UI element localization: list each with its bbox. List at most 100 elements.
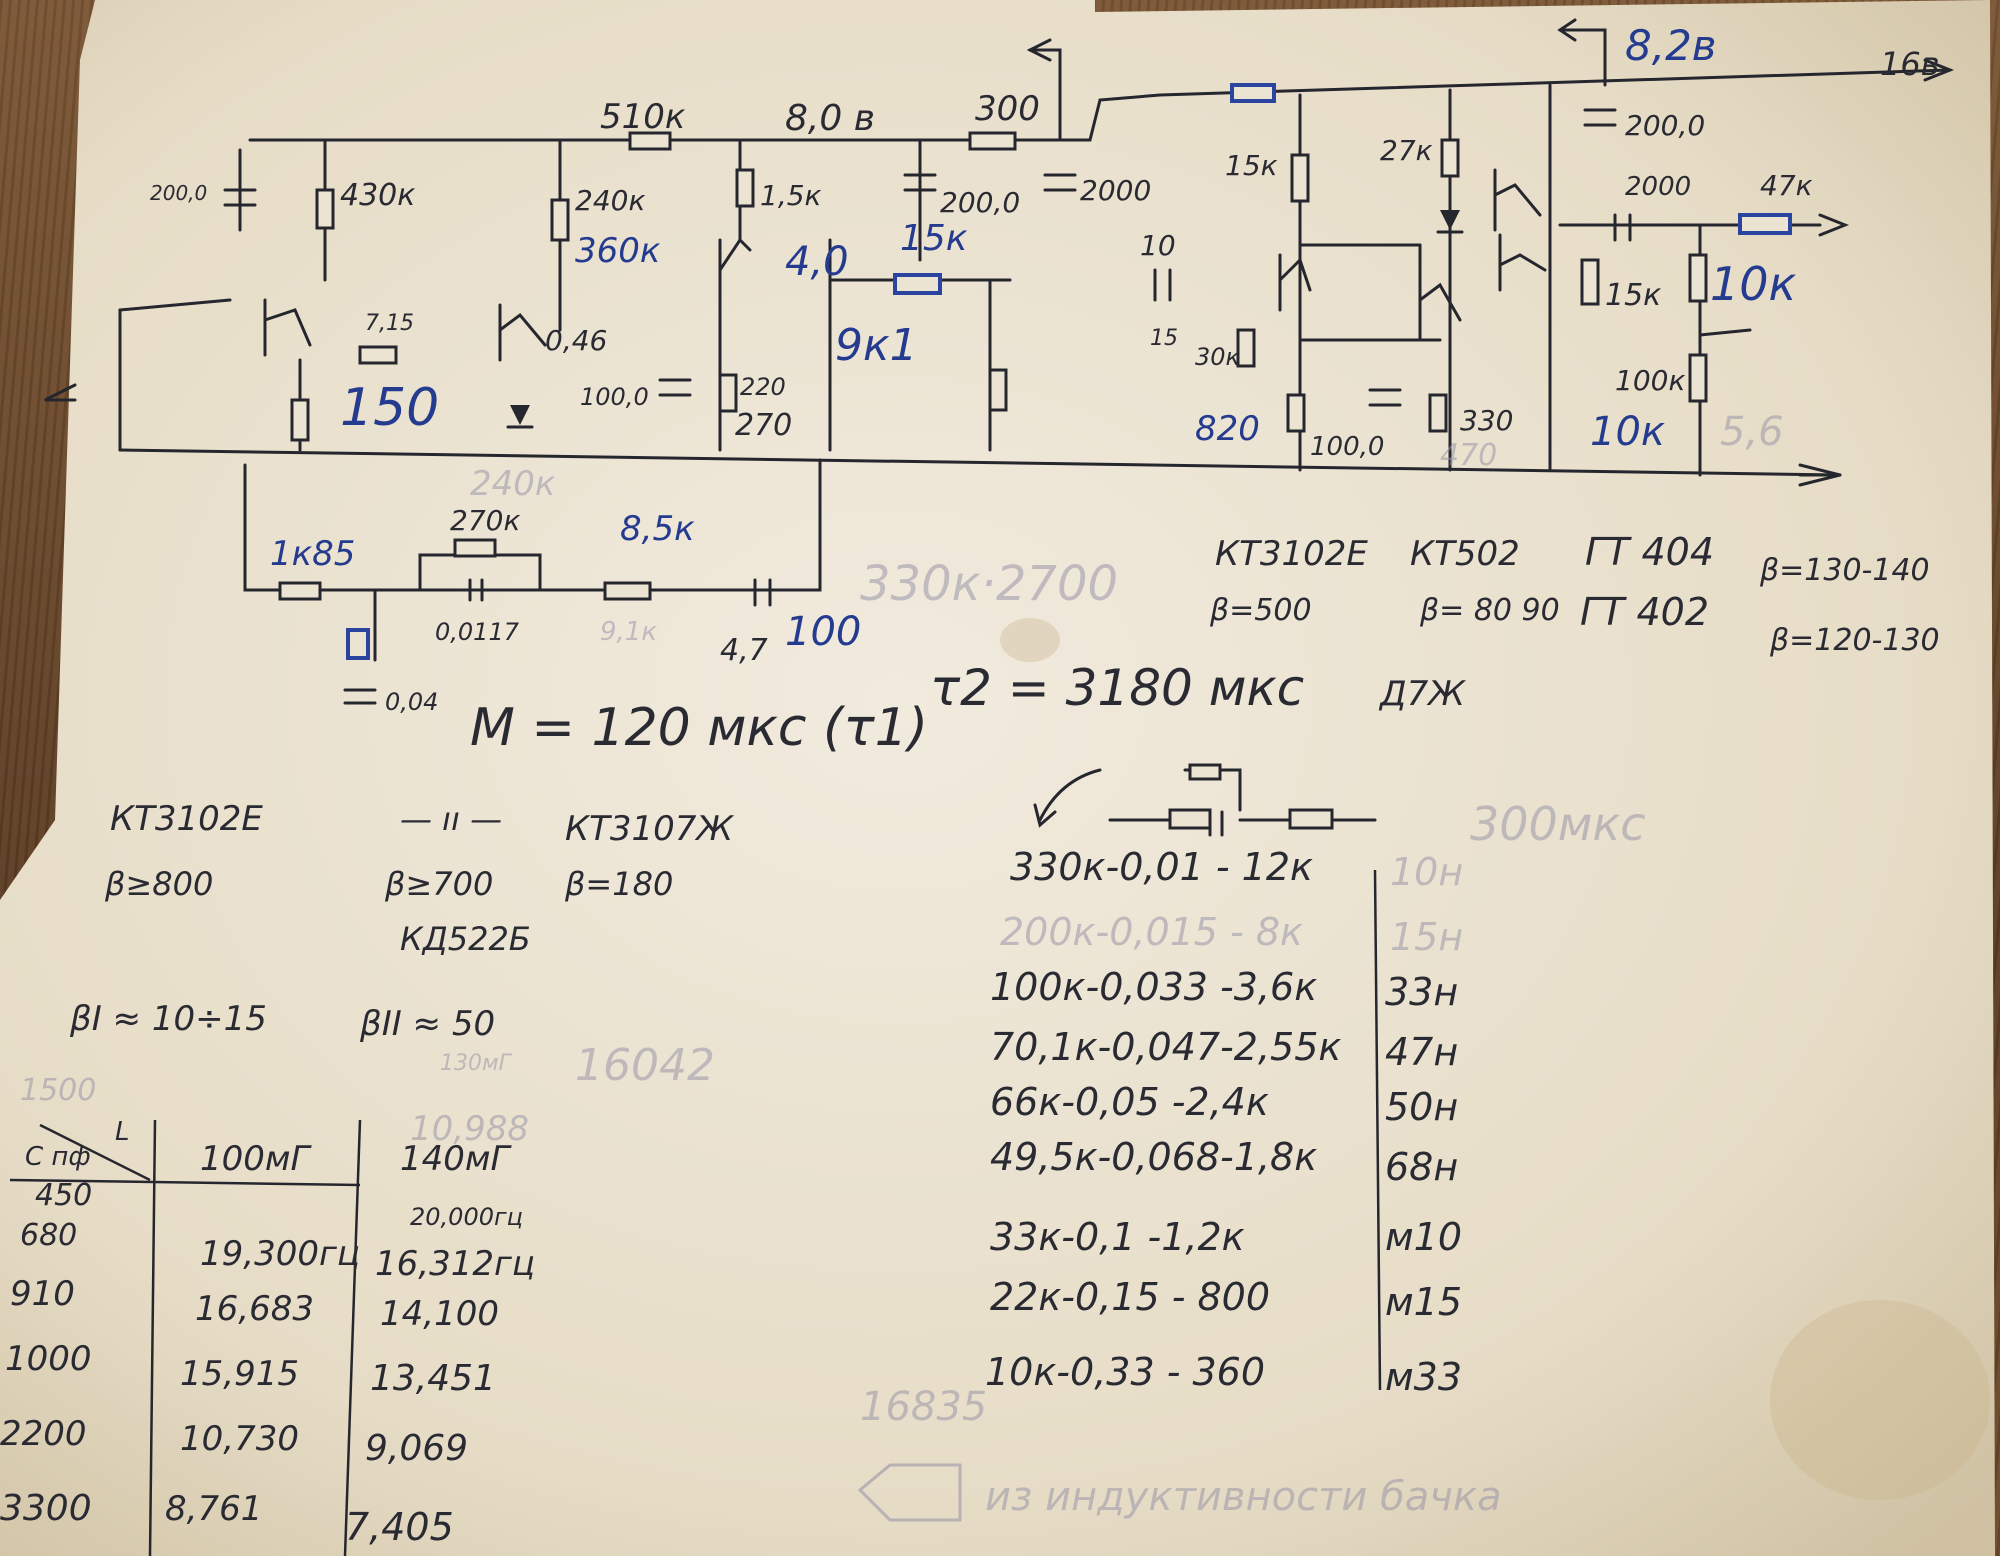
label-c2000-out: 2000 (1625, 172, 1691, 202)
diode-d7zh: Д7Ж (1378, 674, 1466, 714)
transistor-notes-left: КТ3102Е β≥800 — ıı — β≥700 КТ3107Ж β=180… (69, 799, 734, 1044)
rc-row: 100к-0,033 -3,6к (990, 965, 1317, 1009)
label-supply-8v: 8,0 в (785, 98, 875, 139)
curved-arrow (1038, 768, 1102, 822)
table-header-l: L (115, 1117, 130, 1147)
rc-row: 33к-0,1 -1,2к (990, 1215, 1245, 1259)
label-4-0: 4,0 (785, 239, 849, 285)
beta-1: βI ≈ 10÷15 (69, 999, 267, 1039)
label-430k: 430к (340, 178, 415, 213)
lc-row-b: 14,100 (380, 1294, 499, 1334)
faint-note: 1500 (20, 1073, 96, 1108)
label-1k85: 1к85 (270, 534, 355, 574)
label-15k-out: 15к (1605, 278, 1661, 313)
diode-name: КД522Б (400, 920, 531, 958)
label-15k-right: 15к (1225, 149, 1278, 182)
lc-row-c: 3300 (0, 1488, 92, 1529)
lc-row-b: 20,000гц (410, 1203, 523, 1231)
t3-beta: β=180 (564, 865, 673, 903)
label-820: 820 (1195, 409, 1260, 449)
t2-name: — ıı — (400, 800, 502, 838)
t1-name: КТ3102Е (110, 799, 263, 839)
schematic-labels: 510к 8,0 в 300 430к 240к 360к 1,5к 4,0 2… (150, 21, 1940, 716)
lc-row-a: 10,730 (180, 1419, 299, 1459)
table-header-c: C пф (25, 1142, 91, 1172)
label-1-5k: 1,5к (760, 179, 822, 212)
lc-frequency-table: C пф L 100мГ 140мГ 450 20,000гц 680 19,3… (0, 1040, 987, 1556)
diode-symbol-2 (1440, 210, 1460, 230)
label-240k-blue: 240к (470, 464, 556, 504)
label-c10: 10 (1140, 229, 1176, 262)
lc-row-b: 9,069 (365, 1428, 468, 1469)
rc-row: 70,1к-0,047-2,55к (990, 1025, 1341, 1069)
label-100k: 100к (1615, 364, 1685, 397)
table-header-col2: 140мГ (400, 1139, 513, 1179)
rc-row-value: м33 (1385, 1355, 1462, 1399)
beta-2: βII ≈ 50 (359, 1004, 495, 1044)
label-47k: 47к (1760, 169, 1813, 202)
rc-row: 49,5к-0,068-1,8к (990, 1135, 1317, 1179)
label-240k: 240к (575, 184, 645, 217)
label-15k-mid: 15к (900, 218, 968, 259)
label-150: 150 (340, 378, 439, 438)
arrows (44, 18, 1955, 487)
label-c2000: 2000 (1080, 174, 1151, 207)
transistor-list-right: КТ3102Е β=500 КТ502 β= 80 90 ГТ 404 β=13… (1209, 530, 1940, 658)
lc-row-a: 15,915 (180, 1354, 299, 1394)
lc-row-a: 19,300гц (200, 1234, 360, 1274)
faint-note: 10,988 (410, 1109, 529, 1149)
label-220: 220 (740, 373, 786, 401)
transistor-beta: β=500 (1209, 593, 1312, 628)
label-c0-04: 0,04 (385, 688, 438, 716)
transistors (263, 168, 1547, 429)
label-360k: 360к (575, 231, 661, 271)
label-c100: 100,0 (580, 383, 649, 411)
transistor-beta: β=130-140 (1759, 553, 1930, 588)
lc-row-a: 16,683 (195, 1289, 314, 1329)
table-header-col1: 100мГ (200, 1139, 313, 1179)
label-16v: 16в (1880, 45, 1940, 83)
label-8-2v: 8,2в (1625, 21, 1717, 70)
rc-row-value: м15 (1385, 1280, 1462, 1324)
label-5-6: 5,6 (1720, 409, 1784, 455)
rc-row-value: 15н (1390, 915, 1463, 959)
label-470: 470 (1440, 438, 1497, 473)
transistor-name: КТ3102Е (1215, 534, 1368, 574)
rc-row-value: 33н (1385, 970, 1458, 1014)
label-c4-7: 4,7 (720, 633, 768, 668)
label-27k: 27к (1380, 134, 1433, 167)
rc-row: 22к-0,15 - 800 (990, 1275, 1270, 1319)
lc-row-c: 680 (20, 1218, 77, 1253)
transistor-name: ГТ 404 (1585, 530, 1714, 574)
lc-row-b: 7,405 (345, 1505, 454, 1549)
lc-row-c: 910 (10, 1274, 75, 1314)
t3-name: КТ3107Ж (565, 809, 734, 849)
rc-row: 10к-0,33 - 360 (985, 1350, 1265, 1394)
rc-row-value: 68н (1385, 1145, 1458, 1189)
label-10k-blue: 10к (1590, 409, 1665, 455)
label-8-5k: 8,5к (620, 509, 695, 549)
faint-300mks: 300мкс (1470, 797, 1646, 851)
capacitors (223, 108, 1632, 705)
lc-row-a: 8,761 (165, 1489, 262, 1529)
bottom-note: из индуктивности бачка (857, 1463, 1502, 1522)
faint-formula: 330к·2700 (860, 556, 1118, 612)
faint-note: 16835 (860, 1384, 987, 1430)
faint-note: 130мГ (440, 1051, 513, 1076)
tau2-label: τ2 = 3180 мкс (930, 659, 1304, 717)
label-c15: 15 (1150, 326, 1178, 351)
transistor-name: ГТ 402 (1580, 590, 1709, 634)
label-9-1k: 9,1к (600, 617, 657, 647)
rc-row-value: 10н (1390, 850, 1463, 894)
lc-row-c: 2200 (0, 1414, 87, 1454)
rc-row: 330к-0,01 - 12к (1010, 845, 1313, 889)
label-c200-left: 200,0 (150, 181, 207, 205)
resistors (278, 83, 1792, 660)
rc-row: 66к-0,05 -2,4к (990, 1080, 1269, 1124)
paper-stain-2 (1000, 618, 1060, 662)
label-270k: 270к (450, 504, 520, 537)
label-7-15: 7,15 (365, 311, 414, 336)
faint-note: 16042 (575, 1040, 715, 1091)
